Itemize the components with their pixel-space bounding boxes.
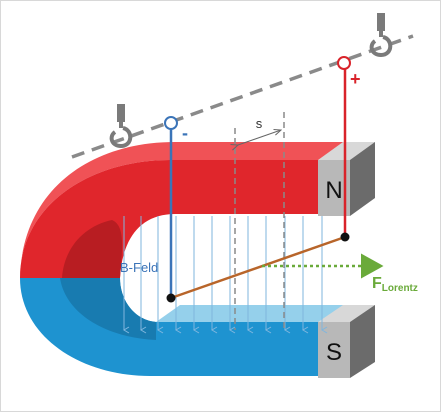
positive-sign: + [350,69,361,89]
b-field-lines [123,216,328,334]
north-pole-block: N [318,142,375,216]
south-pole-block: S [318,305,375,378]
force-subscript: Lorentz [382,283,418,294]
positive-terminal [337,56,351,70]
negative-sign: - [182,123,188,143]
conductor-rod [170,235,346,300]
north-pole-label: N [325,177,342,204]
lorentz-force-label: FLorentz [372,275,418,294]
north-arm [20,142,345,278]
suspension-line [71,34,414,159]
south-arm [20,278,345,376]
force-symbol: F [372,275,382,292]
negative-terminal [164,116,178,130]
crane-hook-icon [369,13,393,58]
south-pole-label: S [326,339,342,366]
b-field-label: B-Feld [120,260,158,275]
crane-hook-icon [109,104,133,149]
conductor-end-left [166,293,176,303]
distance-arrow [238,130,281,145]
distance-label: s [256,116,263,131]
conductor-end-right [340,232,350,242]
